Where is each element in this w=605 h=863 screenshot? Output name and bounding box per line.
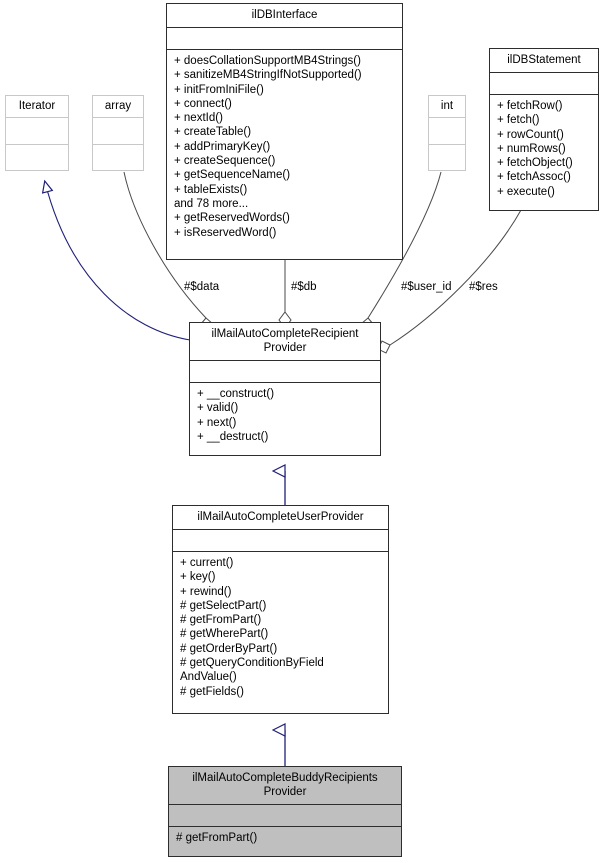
class-attributes-buddy-recipients-provider [169,805,401,827]
class-title-buddy-recipients-provider: ilMailAutoCompleteBuddyRecipients Provid… [169,767,401,805]
operation-item: + connect() [174,97,232,110]
operation-item: + isReservedWord() [174,226,277,239]
operation-item: + getReservedWords() [174,212,290,225]
class-box-ildbinterface[interactable]: ilDBInterface + doesCollationSupportMB4S… [166,3,403,260]
operation-item: # getSelectPart() [180,599,267,612]
operation-item: + fetchAssoc() [497,171,571,184]
class-box-ildbstatement[interactable]: ilDBStatement + fetchRow() + fetch() + r… [489,48,599,211]
class-attributes-ildbinterface [167,28,402,50]
class-attributes-iterator [6,118,68,145]
class-title-ildbstatement: ilDBStatement [490,49,598,73]
edge-ildbinterface-composition [278,260,292,329]
edge-label-user-id: #$user_id [401,281,452,293]
class-title-array: array [93,96,143,118]
operation-item: + next() [197,416,237,429]
edge-label-db: #$db [291,281,317,293]
operation-item: # getWherePart() [180,628,269,641]
class-attributes-ildbstatement [490,73,598,95]
class-operations-recipient-provider: + __construct() + valid() + next() + __d… [190,383,380,455]
operation-item: # getFromPart() [176,832,258,844]
class-operations-iterator [6,145,68,170]
class-title-user-provider: ilMailAutoCompleteUserProvider [173,506,388,530]
operation-item: + __destruct() [197,430,269,443]
operation-item: + fetchObject() [497,157,573,170]
class-attributes-array [93,118,143,145]
operation-item: + nextId() [174,112,223,125]
class-box-user-provider[interactable]: ilMailAutoCompleteUserProvider + current… [172,505,389,714]
operation-item: + sanitizeMB4StringIfNotSupported() [174,69,362,82]
class-attributes-user-provider [173,530,388,552]
class-title-ildbinterface: ilDBInterface [167,4,402,28]
class-operations-int [429,145,465,170]
operation-item: + initFromIniFile() [174,83,264,96]
operation-item: # getQueryConditionByField [180,657,324,670]
operation-item: + createSequence() [174,155,276,168]
class-title-int: int [429,96,465,118]
operation-item: + createTable() [174,126,252,139]
operation-item: # getOrderByPart() [180,642,278,655]
operation-item: and 78 more... [174,197,249,210]
class-operations-ildbinterface: + doesCollationSupportMB4Strings() + san… [167,50,402,259]
class-box-iterator[interactable]: Iterator [5,95,69,171]
class-title-iterator: Iterator [6,96,68,118]
class-operations-ildbstatement: + fetchRow() + fetch() + rowCount() + nu… [490,95,598,210]
operation-item: + execute() [497,185,555,198]
class-operations-user-provider: + current() + key() + rewind() # getSele… [173,552,388,713]
class-operations-array [93,145,143,170]
operation-item: + fetch() [497,114,540,127]
class-operations-buddy-recipients-provider: # getFromPart() [169,827,401,856]
edge-label-res: #$res [469,281,498,293]
class-attributes-int [429,118,465,145]
operation-item: + rewind() [180,585,232,598]
class-box-buddy-recipients-provider[interactable]: ilMailAutoCompleteBuddyRecipients Provid… [168,766,402,857]
operation-item: + valid() [197,402,239,415]
operation-item: + current() [180,557,234,569]
operation-item: + getSequenceName() [174,169,291,182]
class-box-array[interactable]: array [92,95,144,171]
operation-item: + tableExists() [174,183,248,196]
operation-item: + key() [180,571,216,584]
operation-item: AndValue() [180,671,237,684]
class-box-recipient-provider[interactable]: ilMailAutoCompleteRecipient Provider + _… [189,322,381,456]
edge-label-data: #$data [184,281,220,293]
operation-item: + numRows() [497,142,566,155]
operation-item: + doesCollationSupportMB4Strings() [174,55,361,67]
operation-item: + rowCount() [497,128,564,141]
operation-item: # getFields() [180,685,244,698]
class-box-int[interactable]: int [428,95,466,171]
operation-item: # getFromPart() [180,614,262,627]
operation-item: + addPrimaryKey() [174,140,271,153]
operation-item: + fetchRow() [497,100,563,112]
class-title-recipient-provider: ilMailAutoCompleteRecipient Provider [190,323,380,361]
class-attributes-recipient-provider [190,361,380,383]
operation-item: + __construct() [197,388,275,400]
